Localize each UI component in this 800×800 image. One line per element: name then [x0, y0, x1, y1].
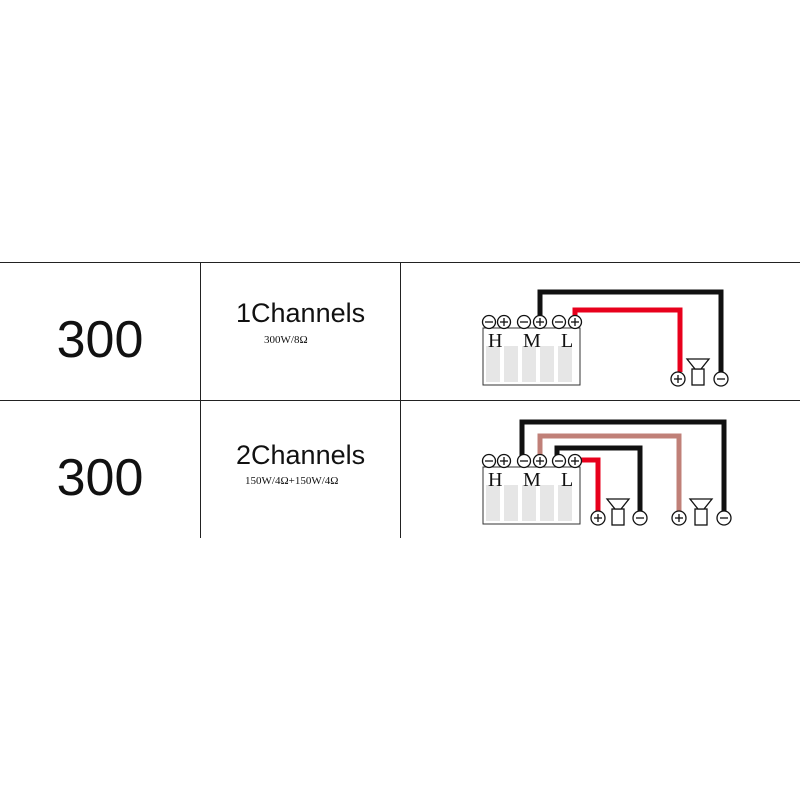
plus-icon	[532, 314, 548, 330]
label-m: M	[523, 330, 541, 352]
plus-icon	[670, 371, 686, 387]
label-h: H	[488, 469, 502, 491]
minus-icon	[551, 314, 567, 330]
minus-icon	[481, 314, 497, 330]
plus-icon	[532, 453, 548, 469]
plus-icon	[496, 453, 512, 469]
minus-icon	[516, 314, 532, 330]
terminal-symbols	[481, 314, 583, 330]
column-divider-2	[400, 262, 401, 538]
speaker-icon	[590, 498, 648, 526]
label-l: L	[561, 330, 573, 352]
row-1-channel-cell: 1Channels 300W/8Ω	[200, 262, 400, 400]
plus-icon	[590, 510, 606, 526]
black-wire	[537, 289, 724, 372]
label-l: L	[561, 469, 573, 491]
plus-icon	[567, 453, 583, 469]
label-h: H	[488, 330, 502, 352]
column-divider-1	[200, 262, 201, 538]
wiring-diagram-1channel: H M L	[481, 289, 729, 387]
minus-icon	[481, 453, 497, 469]
minus-icon	[551, 453, 567, 469]
plus-icon	[567, 314, 583, 330]
label-m: M	[523, 469, 541, 491]
minus-icon	[713, 371, 729, 387]
terminal-block: H M L	[482, 466, 581, 525]
terminal-symbols	[481, 453, 583, 469]
row-2-model: 300	[56, 449, 144, 507]
black-wire	[519, 419, 727, 512]
row-2-power: 150W/4Ω+150W/4Ω	[245, 475, 339, 487]
speaker-icon	[671, 498, 732, 526]
row-1-power: 300W/8Ω	[264, 334, 308, 346]
speaker-icon	[670, 358, 729, 387]
wiring-diagram-2channel: H M L	[481, 419, 732, 526]
plus-icon	[671, 510, 687, 526]
red-wire	[572, 307, 683, 372]
row-1-channels: 1Channels	[236, 298, 366, 328]
row-2-channel-cell: 2Channels 150W/4Ω+150W/4Ω	[200, 400, 400, 538]
terminal-block: H M L	[482, 327, 581, 386]
minus-icon	[716, 510, 732, 526]
wiring-table: 300 1Channels 300W/8Ω 300 2Channels 150W…	[0, 262, 800, 538]
brown-wire	[537, 433, 682, 512]
minus-icon	[632, 510, 648, 526]
row-2-channels: 2Channels	[236, 440, 366, 470]
minus-icon	[516, 453, 532, 469]
row-1-model: 300	[56, 311, 144, 369]
plus-icon	[496, 314, 512, 330]
black-wire	[554, 445, 643, 512]
